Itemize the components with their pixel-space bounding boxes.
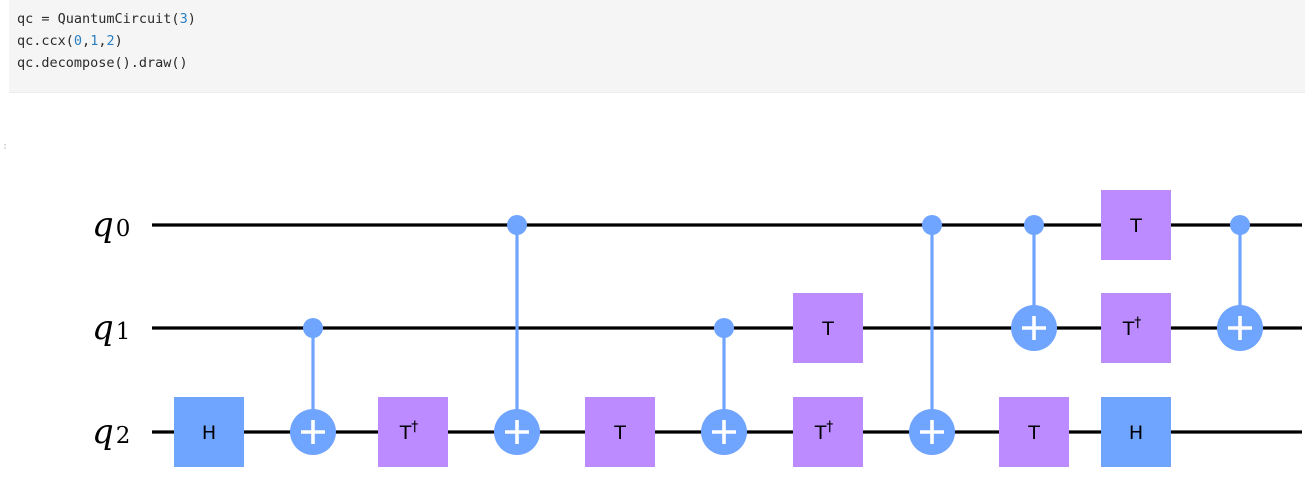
control-dot: [922, 215, 942, 235]
gate-label-text: T: [613, 422, 626, 444]
gate-box: [585, 397, 655, 467]
code-line-1: qc = QuantumCircuit(3): [17, 8, 1305, 30]
code-token: qc.decompose().draw(): [17, 55, 188, 71]
cnot-gate: [290, 318, 336, 455]
qubit-label-name: q: [92, 412, 114, 452]
gate-box: [1101, 397, 1171, 467]
code-line-3: qc.decompose().draw(): [17, 52, 1305, 74]
gate-label: T†: [399, 419, 419, 444]
cnot-gate: [701, 318, 747, 455]
t-dagger-gate: T†: [793, 397, 863, 467]
gate-label: H: [202, 422, 216, 444]
dagger-symbol: †: [411, 419, 418, 435]
dagger-symbol: †: [1134, 315, 1141, 331]
gate-box: [1101, 190, 1171, 260]
dagger-symbol: †: [826, 419, 833, 435]
gate-box: [378, 397, 448, 467]
gate-label: T†: [1122, 315, 1142, 340]
control-dot: [714, 318, 734, 338]
gate-label-text: H: [202, 422, 216, 444]
qubit-label: q2: [92, 412, 130, 452]
cnot-gate: [494, 215, 540, 455]
cnot-gate: [909, 215, 955, 455]
t-gate: T: [1101, 190, 1171, 260]
code-token: ): [187, 11, 196, 27]
code-token: 2: [106, 33, 115, 49]
gate-label: H: [1129, 422, 1143, 444]
gate-label-text: T: [1027, 422, 1040, 444]
t-gate: T: [793, 293, 863, 363]
qubit-label: q1: [92, 308, 130, 348]
gate-box: [174, 397, 244, 467]
gate-box: [793, 293, 863, 363]
qubit-label-index: 2: [116, 423, 131, 449]
control-dot: [303, 318, 323, 338]
output-prompt: :: [2, 141, 9, 152]
gate-box: [999, 397, 1069, 467]
code-cell[interactable]: qc = QuantumCircuit(3) qc.ccx(0,1,2) qc.…: [9, 0, 1305, 93]
control-dot: [1024, 215, 1044, 235]
gate-label-text: T: [1129, 215, 1142, 237]
gate-box: [1101, 293, 1171, 363]
gate-box: [793, 397, 863, 467]
qubit-label: q0: [92, 205, 130, 245]
cnot-gate: [1011, 215, 1057, 351]
gate-label: T†: [814, 419, 834, 444]
code-token: 3: [179, 11, 188, 27]
h-gate: H: [174, 397, 244, 467]
qubit-label-name: q: [92, 205, 114, 245]
qubit-label-name: q: [92, 308, 114, 348]
gate-label-text: T: [1122, 318, 1135, 340]
gate-label: T: [821, 318, 834, 340]
code-token: 1: [90, 33, 99, 49]
control-dot: [1230, 215, 1250, 235]
code-token: qc.ccx(: [17, 33, 74, 49]
t-dagger-gate: T†: [1101, 293, 1171, 363]
gate-label: T: [1027, 422, 1040, 444]
t-gate: T: [999, 397, 1069, 467]
gate-label-text: T: [821, 318, 834, 340]
gate-label: T: [1129, 215, 1142, 237]
gate-label: T: [613, 422, 626, 444]
t-dagger-gate: T†: [378, 397, 448, 467]
qubit-label-index: 0: [116, 216, 131, 242]
cnot-gate: [1217, 215, 1263, 351]
gate-label-text: T: [814, 422, 827, 444]
control-dot: [507, 215, 527, 235]
code-token: ,: [98, 33, 107, 49]
t-gate: T: [585, 397, 655, 467]
code-token: ,: [82, 33, 91, 49]
qubit-label-index: 1: [116, 319, 131, 345]
code-token: qc = QuantumCircuit(: [17, 11, 180, 27]
gate-label-text: H: [1129, 422, 1143, 444]
code-line-2: qc.ccx(0,1,2): [17, 30, 1305, 52]
code-token: ): [114, 33, 123, 49]
h-gate: H: [1101, 397, 1171, 467]
code-token: 0: [73, 33, 83, 49]
gate-label-text: T: [399, 422, 412, 444]
